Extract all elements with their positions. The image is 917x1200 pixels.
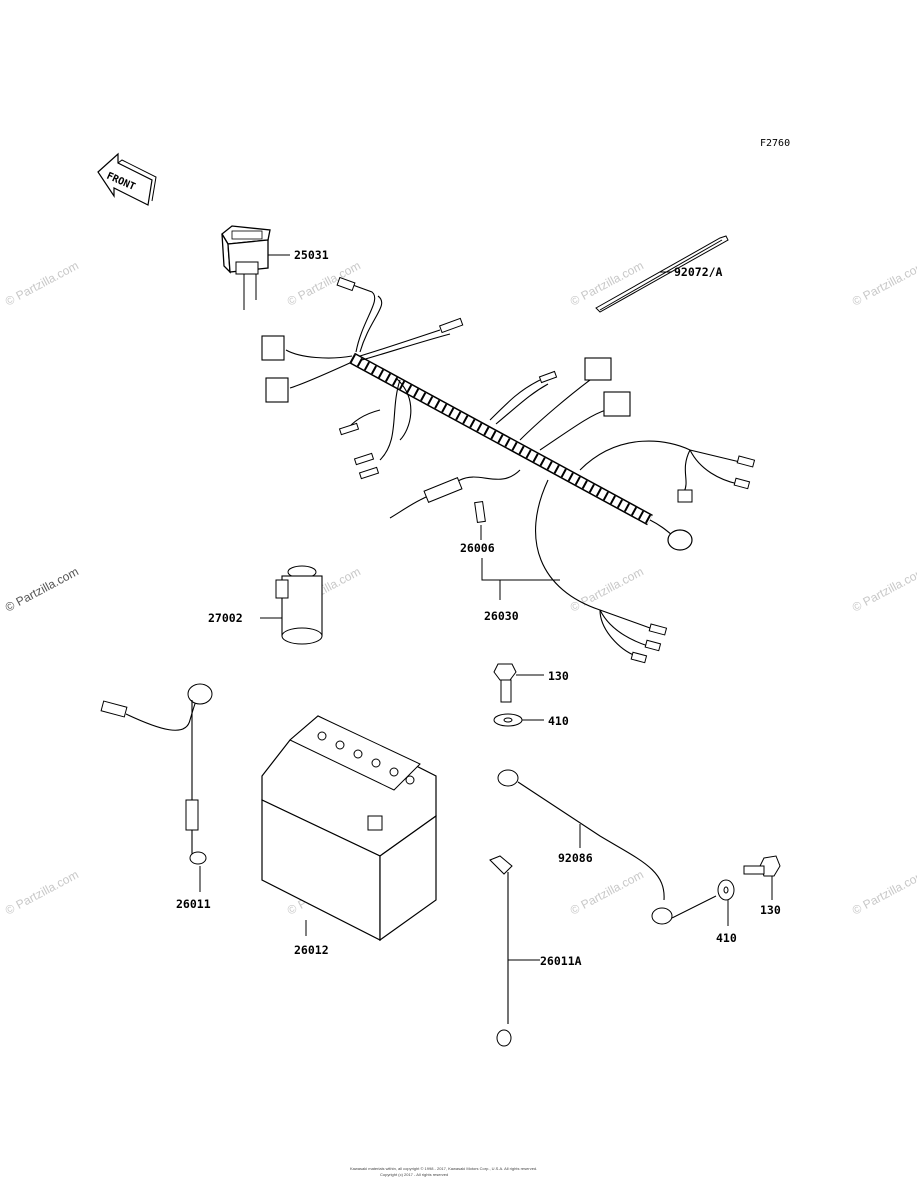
- callout-25031: 25031: [294, 248, 329, 262]
- callout-26030: 26030: [484, 609, 519, 623]
- callout-92072a: 92072/A: [674, 265, 723, 279]
- copyright-line: Kawasaki materials within, all copyright…: [350, 1166, 537, 1171]
- callout-130-top: 130: [548, 669, 569, 683]
- callout-410-bottom: 410: [716, 931, 737, 945]
- watermark: © Partzilla.com: [3, 564, 81, 614]
- watermark: © Partzilla.com: [850, 564, 917, 614]
- watermark: © Partzilla.com: [568, 564, 646, 614]
- watermark: © Partzilla.com: [850, 867, 917, 917]
- hour-meter-part: [221, 225, 290, 310]
- main-harness-part: [261, 276, 756, 664]
- callout-27002: 27002: [208, 611, 243, 625]
- relay-part: [260, 565, 323, 645]
- watermark: © Partzilla.com: [568, 867, 646, 917]
- callout-92086: 92086: [558, 851, 593, 865]
- battery-cable-part: [497, 769, 673, 925]
- callout-26011a: 26011A: [540, 954, 582, 968]
- callout-26012: 26012: [294, 943, 329, 957]
- watermarks: © Partzilla.com © Partzilla.com © Partzi…: [3, 258, 917, 917]
- callout-26011: 26011: [176, 897, 211, 911]
- watermark: © Partzilla.com: [3, 258, 81, 308]
- callout-410-top: 410: [548, 714, 569, 728]
- lead-wire-a-part: [489, 855, 540, 1047]
- figure-code: F2760: [760, 138, 790, 149]
- front-arrow-icon: FRONT: [97, 152, 157, 206]
- callout-26006: 26006: [460, 541, 495, 555]
- copyright-line: Copyright (c) 2017 - All rights reserved: [380, 1172, 448, 1177]
- watermark: © Partzilla.com: [3, 867, 81, 917]
- fuse-part: [474, 500, 486, 540]
- washer-part-top: [493, 713, 544, 727]
- bolt-part-bottom: [743, 855, 781, 900]
- washer-part-bottom: [671, 879, 735, 926]
- callout-130-bottom: 130: [760, 903, 781, 917]
- watermark: © Partzilla.com: [568, 258, 646, 308]
- battery-part: [261, 715, 437, 942]
- watermark: © Partzilla.com: [850, 258, 917, 308]
- lead-wire-part: [100, 683, 213, 892]
- band-strap-part: [595, 235, 729, 313]
- bolt-part-top: [493, 663, 544, 703]
